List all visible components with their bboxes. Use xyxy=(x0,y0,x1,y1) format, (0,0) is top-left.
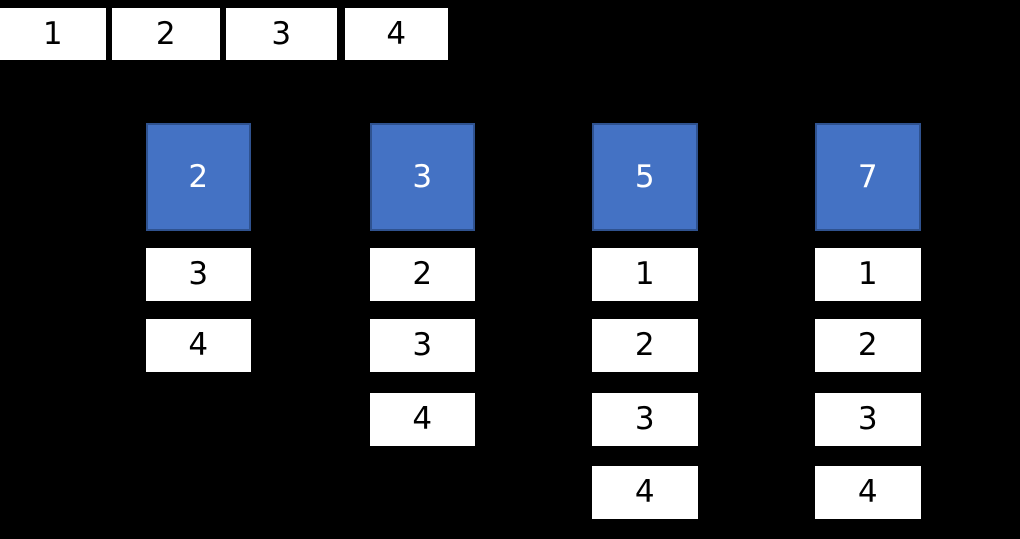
column-1-cell-1: 3 xyxy=(146,248,251,301)
column-3-cell-2: 2 xyxy=(592,319,698,372)
column-1-cell-2: 4 xyxy=(146,319,251,372)
column-3-cell-1: 1 xyxy=(592,248,698,301)
column-4-cell-1: 1 xyxy=(815,248,921,301)
column-3-cell-4: 4 xyxy=(592,466,698,519)
column-4-cell-4: 4 xyxy=(815,466,921,519)
index-cell-3: 3 xyxy=(226,8,337,60)
column-3-cell-3: 3 xyxy=(592,393,698,446)
column-2-cell-2: 3 xyxy=(370,319,475,372)
index-cell-1: 1 xyxy=(0,8,106,60)
column-2-header-cell: 3 xyxy=(370,123,475,231)
index-cell-4: 4 xyxy=(345,8,448,60)
column-2-cell-3: 4 xyxy=(370,393,475,446)
column-2-cell-1: 2 xyxy=(370,248,475,301)
column-1-header-cell: 2 xyxy=(146,123,251,231)
index-cell-2: 2 xyxy=(112,8,220,60)
column-4-cell-2: 2 xyxy=(815,319,921,372)
column-4-header-cell: 7 xyxy=(815,123,921,231)
column-4-cell-3: 3 xyxy=(815,393,921,446)
column-3-header-cell: 5 xyxy=(592,123,698,231)
